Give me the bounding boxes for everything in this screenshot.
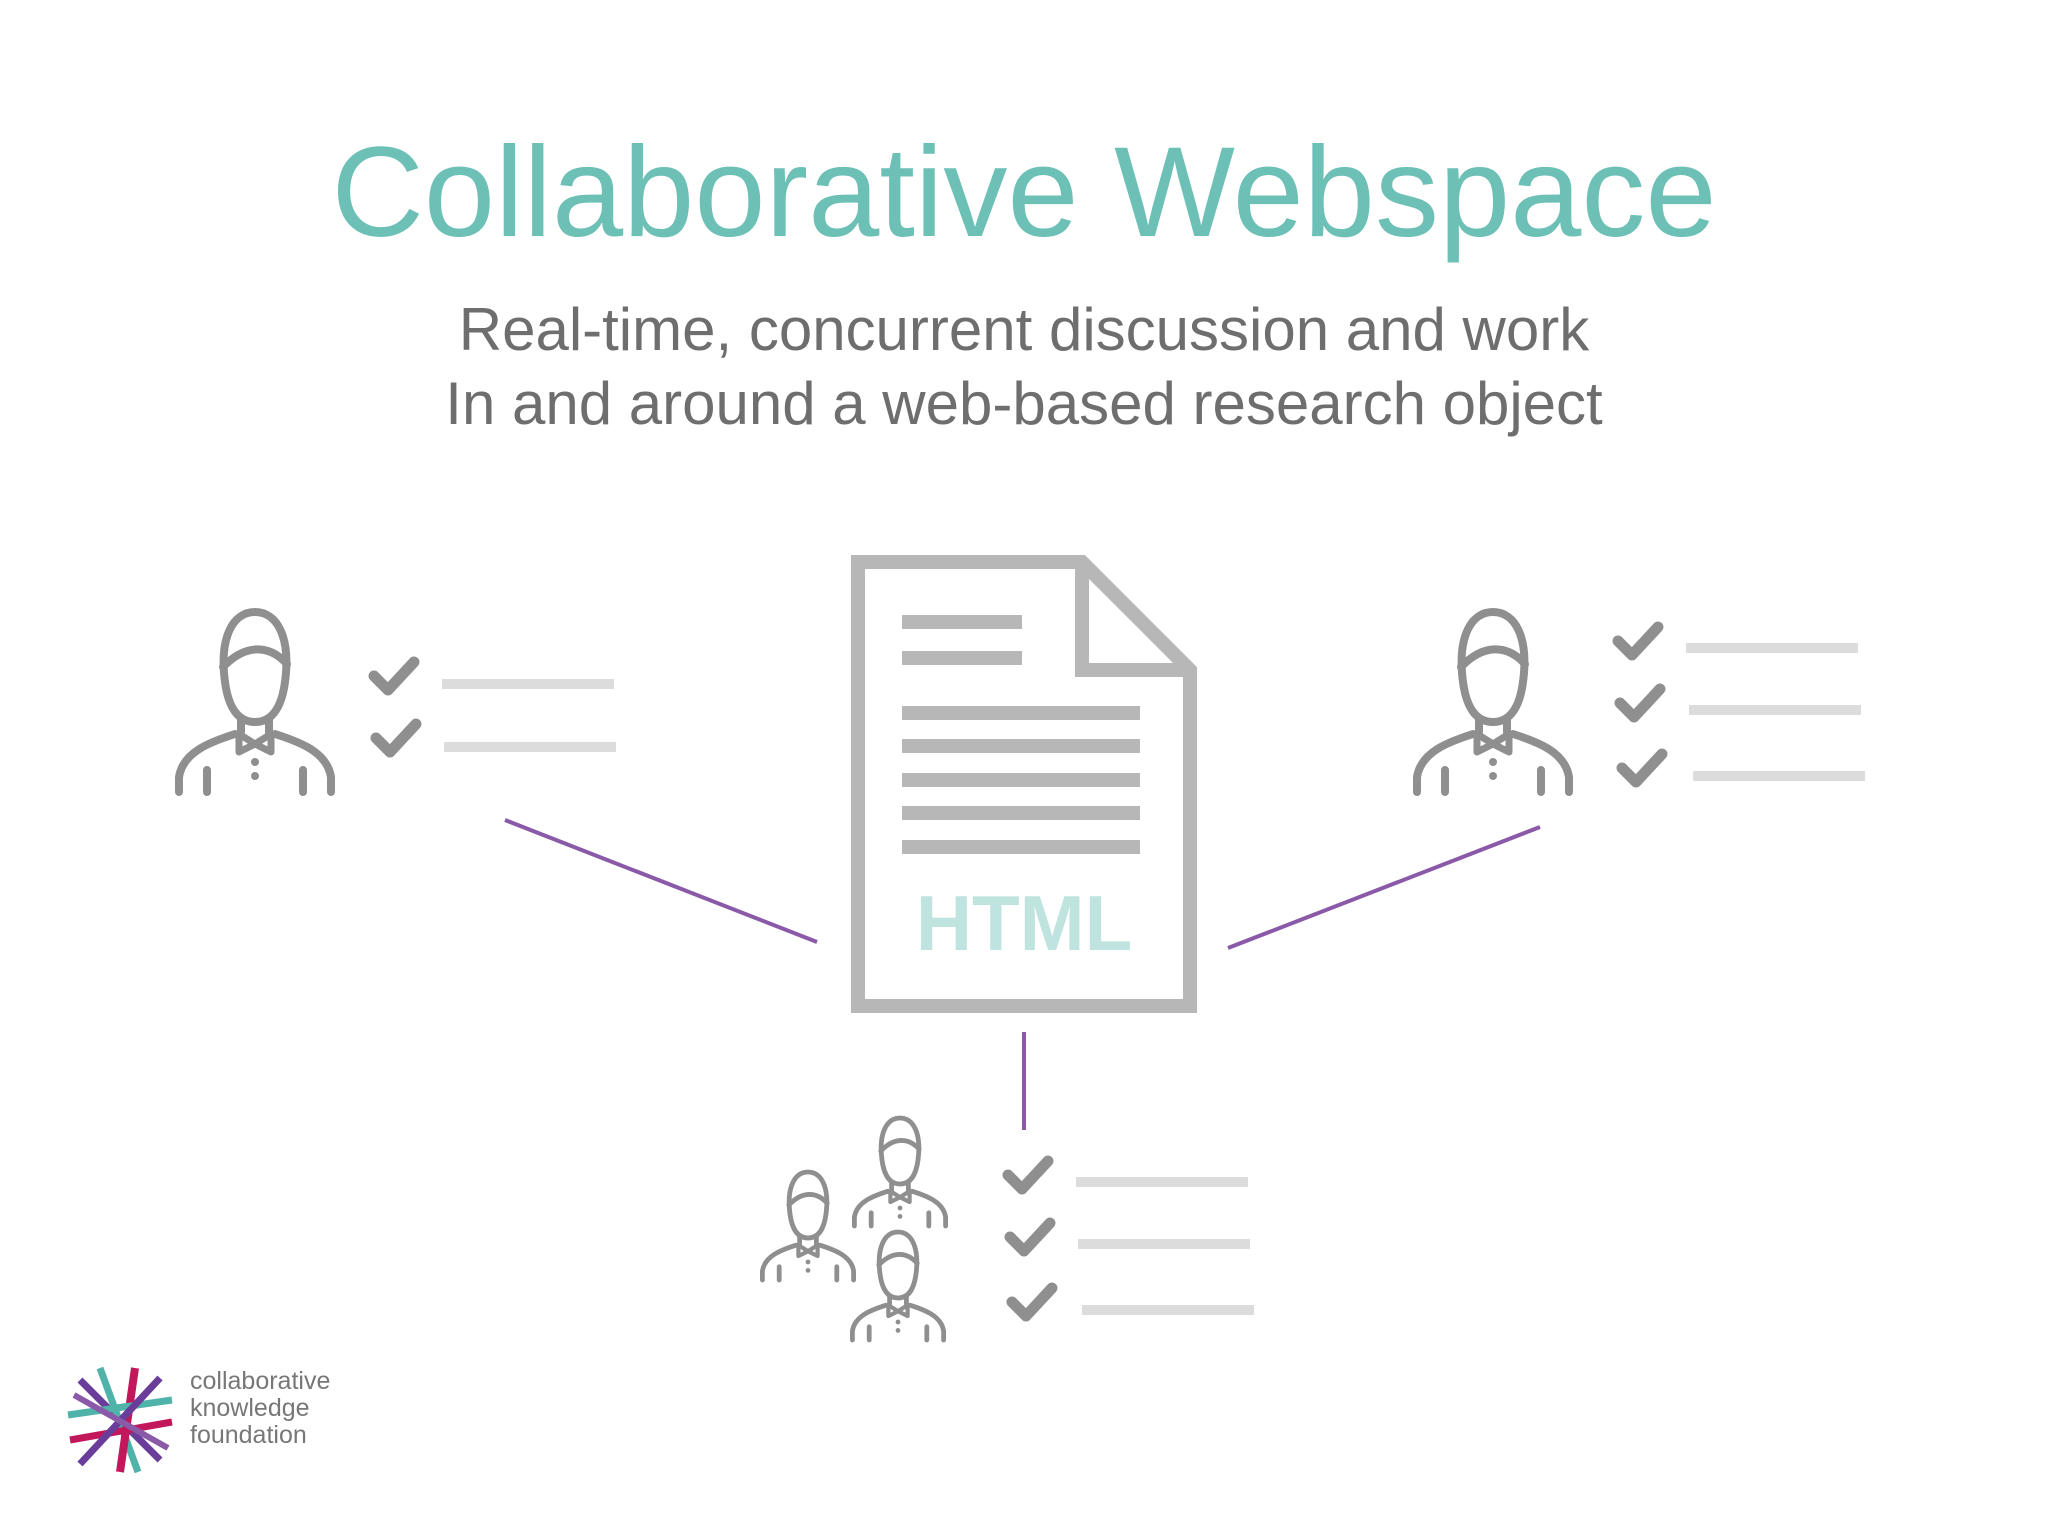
task-line: [1076, 1177, 1248, 1187]
html-label: HTML: [916, 879, 1133, 967]
check-icon: [1618, 627, 1658, 655]
html-document-icon: HTML: [851, 555, 1197, 1013]
task-line: [1078, 1239, 1250, 1249]
task-line: [444, 742, 616, 752]
participant-left: [179, 612, 616, 792]
subtitle-line-2: In and around a web-based research objec…: [445, 370, 1603, 437]
check-icon: [1010, 1223, 1050, 1251]
connector-left: [504, 818, 818, 944]
check-icon: [1008, 1161, 1048, 1189]
check-icon: [376, 724, 416, 752]
participant-right: [1417, 612, 1865, 792]
task-line: [1689, 705, 1861, 715]
task-line: [1082, 1305, 1254, 1315]
person-icon: [1417, 612, 1569, 792]
connector-right: [1227, 825, 1541, 950]
logo-line-1: collaborative: [190, 1367, 331, 1395]
check-icon: [1012, 1288, 1052, 1316]
slide-title: Collaborative Webspace: [331, 121, 1717, 264]
check-icon: [374, 662, 414, 690]
logo-line-3: foundation: [190, 1421, 307, 1449]
person-icon: [854, 1118, 945, 1226]
cokf-logo-icon: [67, 1366, 173, 1474]
check-icon: [1622, 754, 1662, 782]
check-icon: [1620, 689, 1660, 717]
logo-text: collaborative knowledge foundation: [190, 1368, 330, 1449]
logo-line-2: knowledge: [190, 1394, 310, 1422]
person-icon: [179, 612, 331, 792]
person-icon: [852, 1232, 943, 1340]
person-icon: [762, 1172, 853, 1280]
task-line: [1693, 771, 1865, 781]
participant-group: [762, 1118, 1254, 1340]
task-line: [442, 679, 614, 689]
task-line: [1686, 643, 1858, 653]
subtitle-line-1: Real-time, concurrent discussion and wor…: [458, 296, 1590, 363]
